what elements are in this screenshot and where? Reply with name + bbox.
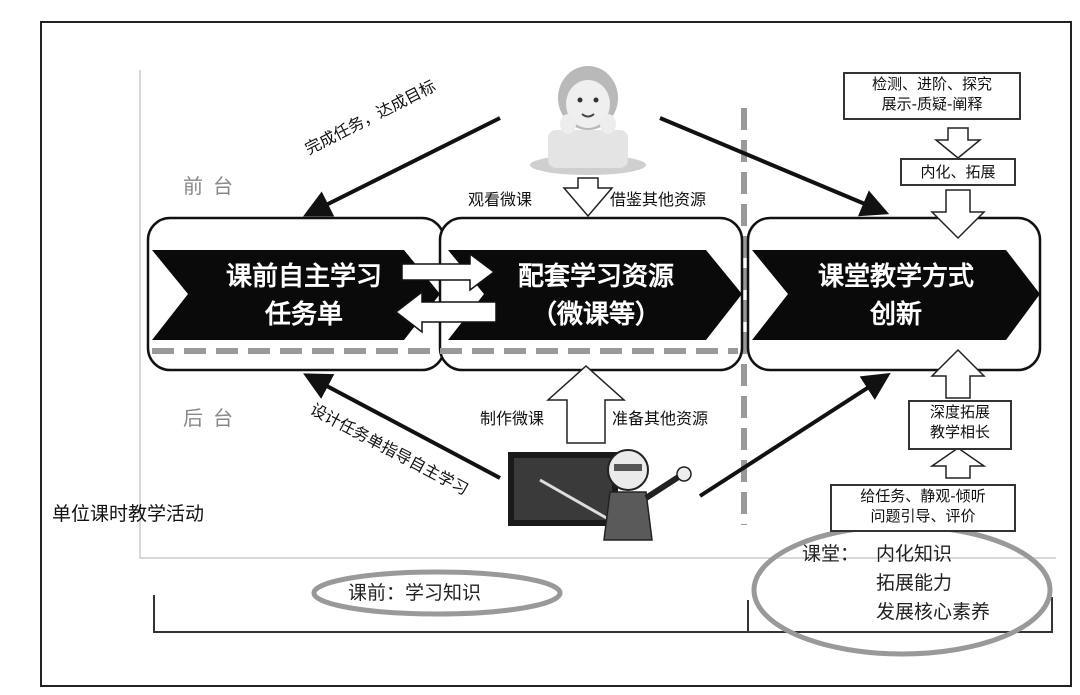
resources-line2: （微课等）: [530, 300, 661, 330]
down-block-arrow: [562, 177, 614, 218]
student-illustration: [530, 66, 646, 175]
right-arrow-2: [930, 189, 986, 240]
resources-line1: 配套学习资源: [517, 262, 674, 292]
bottom-bracket: [153, 595, 1053, 633]
pre-class-task-label: 课前自主学习 任务单: [194, 258, 414, 334]
up-block-arrow: [546, 364, 626, 444]
front-stage-label: 前台: [183, 174, 243, 198]
back-stage-label: 后台: [183, 406, 243, 430]
make-micro-label: 制作微课: [480, 409, 545, 428]
arrow-design-task: [303, 373, 501, 480]
classroom-oval-prefix: 课堂：: [802, 543, 860, 565]
right-arrow-1: [933, 127, 983, 159]
deepen-box: 深度拓展 教学相长: [908, 400, 1012, 450]
classroom-oval-line3: 发展核心素养: [876, 601, 991, 623]
deepen-line1: 深度拓展: [929, 403, 990, 421]
arrow-student-to-class: [659, 116, 890, 217]
forward-arrow: [401, 252, 496, 292]
classroom-line2: 创新: [869, 300, 922, 330]
task-guidance-line1: 给任务、静观-倾听: [860, 487, 986, 505]
task-guidance-line2: 问题引导、评价: [870, 507, 976, 525]
teacher-illustration: [508, 449, 692, 541]
pre-class-oval-text: 课前：学习知识: [348, 582, 482, 604]
reference-other-label: 借鉴其他资源: [610, 190, 707, 209]
arrow-complete-task: [302, 116, 501, 217]
check-advance-line2: 展示-质疑-阐释: [881, 95, 983, 113]
internalize-box: 内化、拓展: [900, 158, 1016, 186]
pre-class-chevron: [152, 250, 440, 340]
pre-class-task-line2: 任务单: [264, 300, 343, 330]
deepen-line2: 教学相长: [929, 423, 990, 441]
resources-label: 配套学习资源 （微课等）: [484, 258, 708, 334]
classroom-label: 课堂教学方式 创新: [784, 258, 1008, 334]
arrow-teacher-to-class: [698, 372, 891, 498]
resources-chevron: [448, 250, 742, 340]
right-arrow-4: [929, 447, 987, 479]
classroom-chevron: [752, 250, 1040, 340]
classroom-line1: 课堂教学方式: [817, 262, 974, 292]
watch-micro-label: 观看微课: [468, 190, 533, 209]
pre-class-task-line1: 课前自主学习: [225, 262, 382, 292]
inner-frame: [139, 70, 1056, 559]
pre-class-oval: [311, 569, 563, 617]
check-advance-box: 检测、进阶、探究 展示-质疑-阐释: [843, 72, 1021, 120]
unit-activity-label: 单位课时教学活动: [52, 503, 205, 525]
check-advance-line1: 检测、进阶、探究: [871, 75, 992, 93]
backward-arrow: [394, 290, 497, 334]
right-arrow-3: [930, 348, 986, 399]
prepare-other-label: 准备其他资源: [612, 409, 709, 428]
outer-frame: [40, 21, 1072, 687]
task-guidance-box: 给任务、静观-倾听 问题引导、评价: [830, 484, 1016, 532]
classroom-oval-line2: 拓展能力: [876, 572, 953, 594]
classroom-oval-line1: 内化知识: [876, 543, 953, 565]
